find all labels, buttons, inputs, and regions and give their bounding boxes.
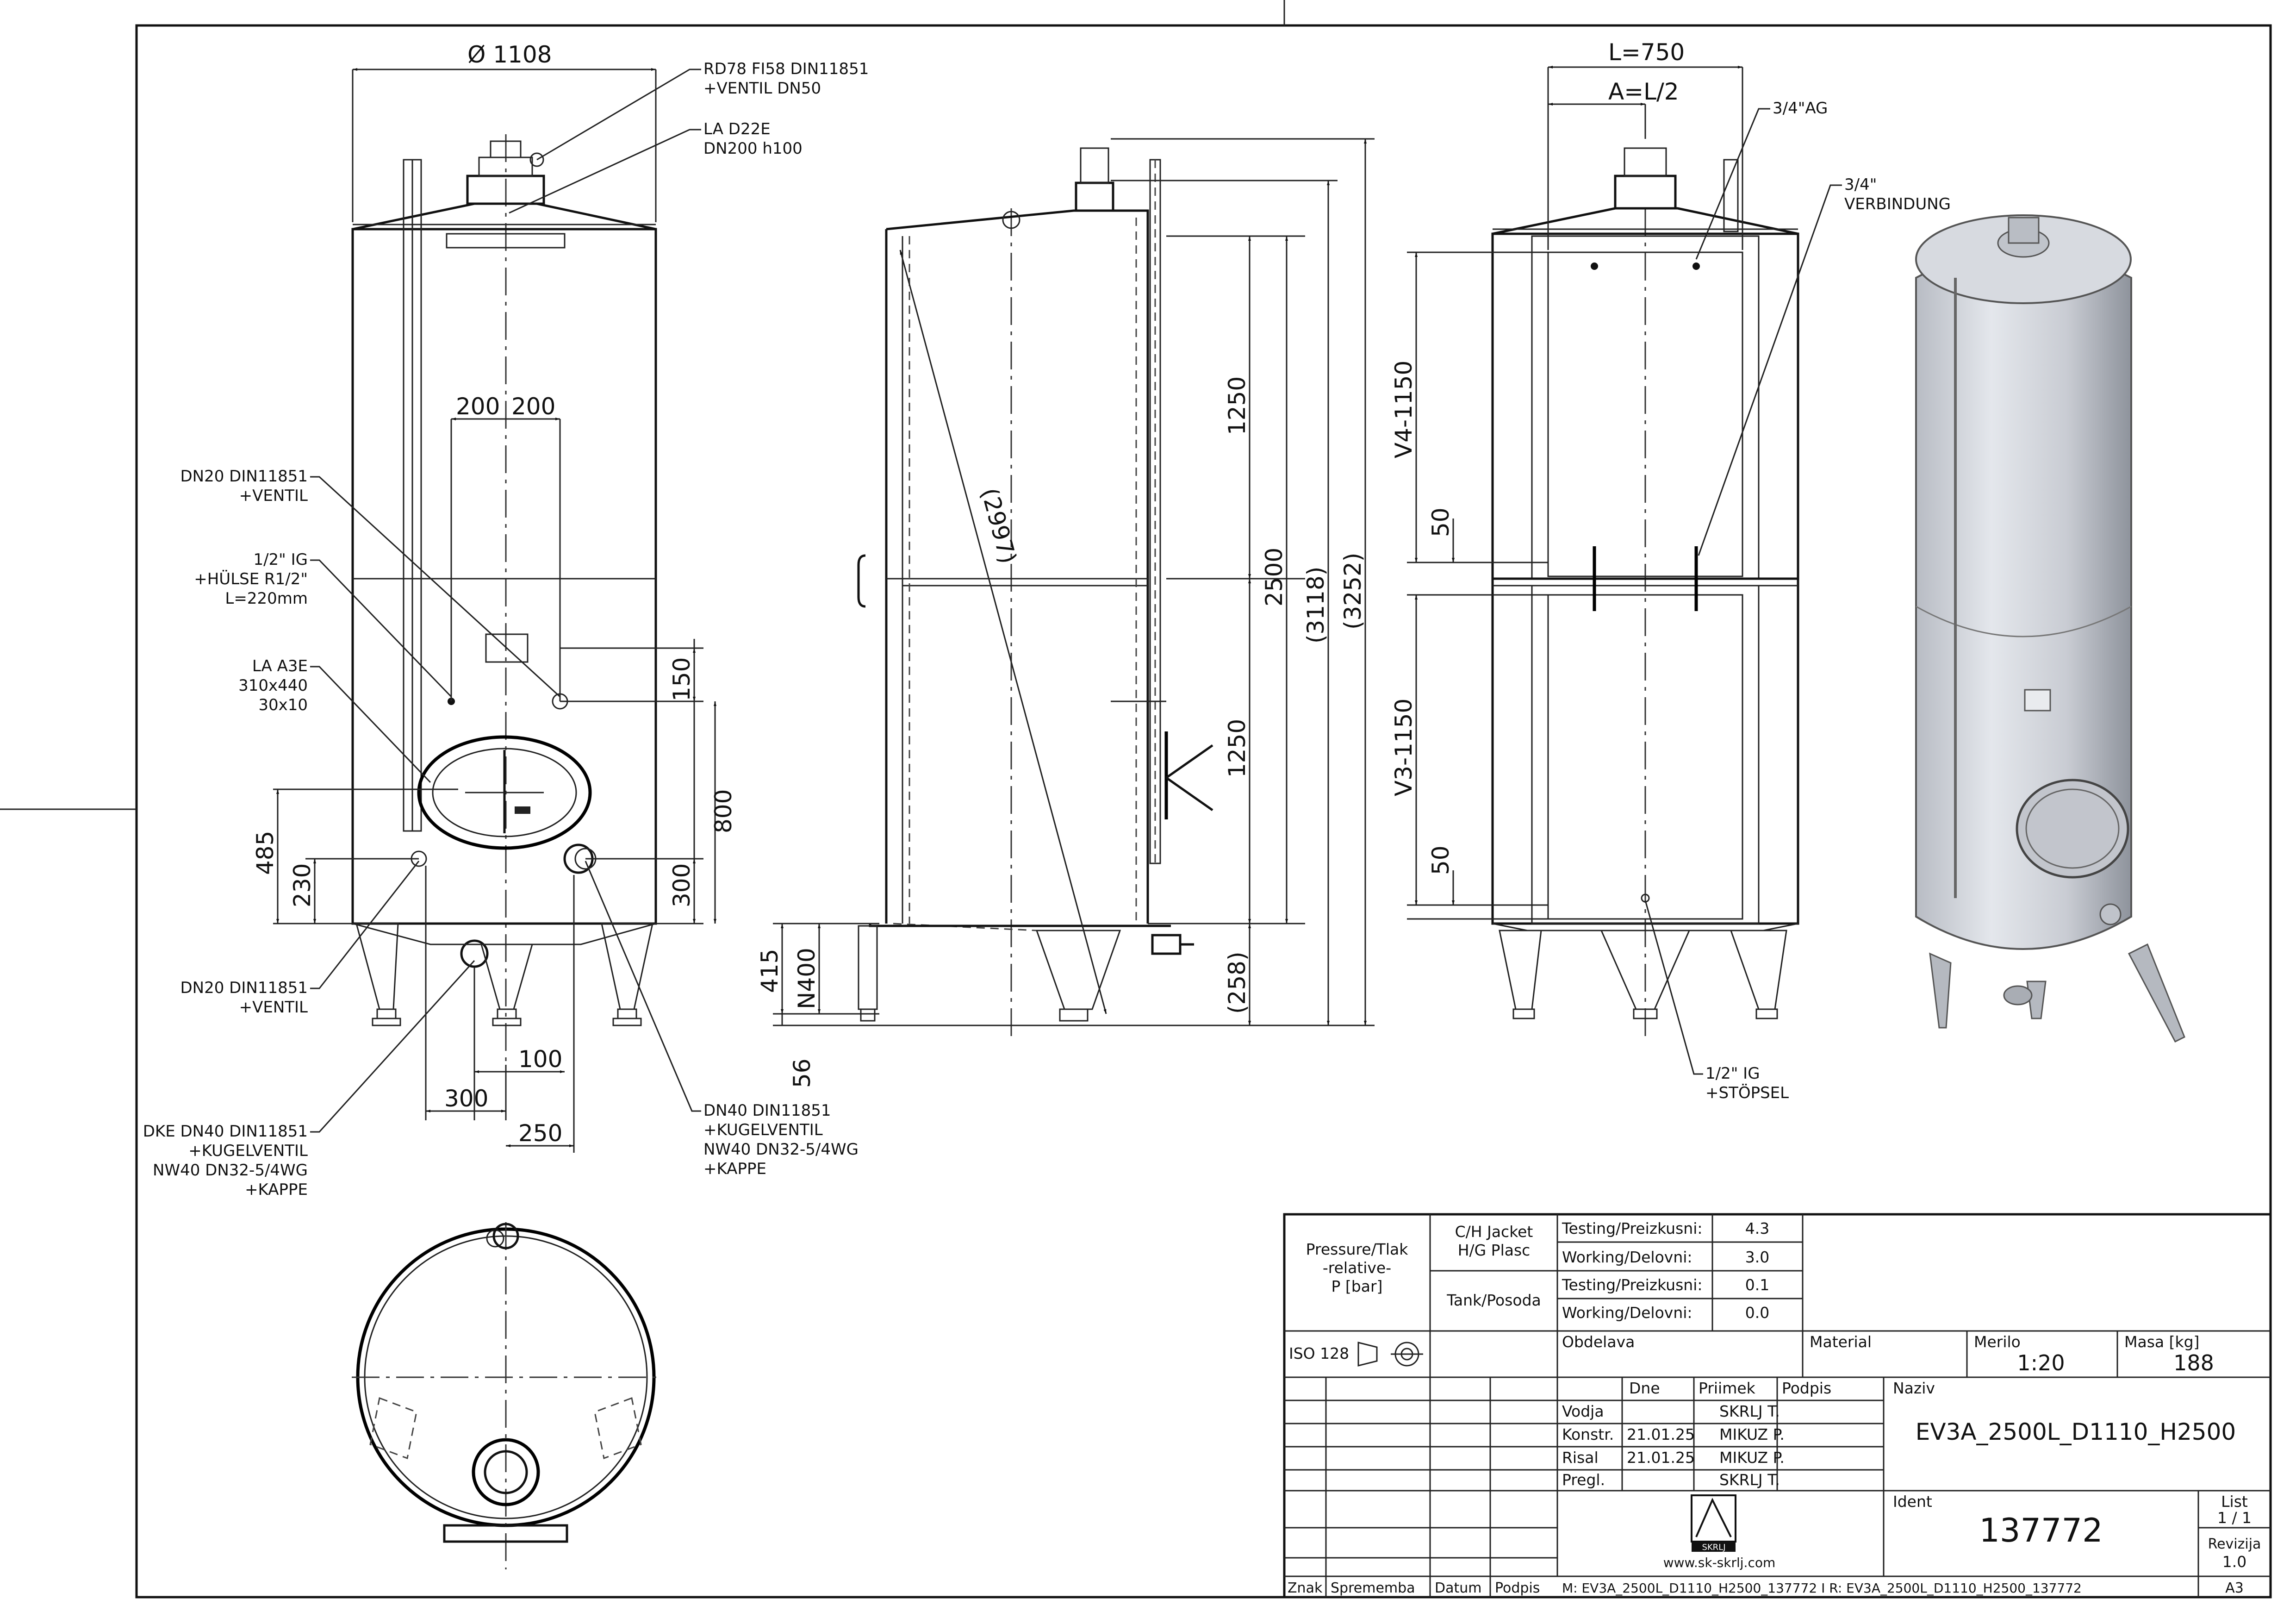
footer-sprememba: Sprememba: [1331, 1580, 1415, 1596]
iso-label: ISO 128: [1289, 1344, 1349, 1362]
callout-dn20-top: DN20 DIN11851+VENTIL: [180, 467, 308, 505]
merilo-label: Merilo: [1974, 1333, 2021, 1351]
ident-label: Ident: [1893, 1493, 1932, 1511]
front-dimensions: Ø 1108 200 200 150 800 300 485 230: [252, 41, 737, 1153]
side-dimensions: 1250 1250 2500 (3118) (3252) (2997) (258…: [756, 138, 1375, 1088]
testing1-value: 4.3: [1745, 1219, 1769, 1237]
testing2-label: Testing/Preizkusni:: [1562, 1276, 1703, 1294]
dim-56: 56: [789, 1058, 815, 1088]
side-view: [857, 147, 1213, 1042]
row-role: Pregl.: [1562, 1471, 1605, 1489]
dim-3118: (3118): [1302, 567, 1329, 643]
dim-200-right: 200: [511, 393, 555, 420]
list-value: 1 / 1: [2217, 1509, 2252, 1527]
footer-podpis: Podpis: [1495, 1580, 1540, 1596]
isometric-view: [1915, 214, 2185, 1043]
title-block: Pressure/Tlak-relative-P [bar] C/H Jacke…: [1283, 1213, 2272, 1599]
masa-label: Masa [kg]: [2124, 1333, 2199, 1351]
dim-50-top: 50: [1427, 507, 1454, 537]
pressure-label: Pressure/Tlak-relative-P [bar]: [1306, 1240, 1409, 1295]
working1-value: 3.0: [1745, 1248, 1769, 1266]
callout-verbindung: 3/4"VERBINDUNG: [1844, 175, 1951, 213]
dim-diameter: Ø 1108: [467, 41, 552, 68]
naziv-value: EV3A_2500L_D1110_H2500: [1916, 1418, 2236, 1445]
row-name: SKRLJ T.: [1719, 1471, 1780, 1489]
dim-1250-bottom: 1250: [1224, 719, 1251, 778]
row-name: SKRLJ T.: [1719, 1402, 1780, 1420]
working1-label: Working/Delovni:: [1562, 1248, 1692, 1266]
tank-label: Tank/Posoda: [1446, 1291, 1541, 1309]
dim-v4: V4-1150: [1390, 361, 1417, 458]
projection-symbol-icon: [1357, 1342, 1423, 1367]
revizija-value: 1.0: [2222, 1553, 2246, 1571]
row-name: MIKUZ P.: [1719, 1425, 1785, 1443]
revizija-label: Revizija: [2208, 1536, 2261, 1552]
dim-1250-top: 1250: [1224, 376, 1251, 435]
front-view: [351, 134, 657, 1065]
sheet-frame: [0, 0, 2272, 1599]
dim-250: 250: [518, 1120, 562, 1147]
row-role: Konstr.: [1562, 1425, 1614, 1443]
col-podpis: Podpis: [1782, 1379, 1831, 1397]
format-label: A3: [2225, 1580, 2244, 1596]
col-dne: Dne: [1629, 1379, 1660, 1397]
row-name: MIKUZ P.: [1719, 1449, 1785, 1467]
masa-value: 188: [2173, 1350, 2214, 1375]
material-label: Material: [1810, 1333, 1872, 1351]
dim-800: 800: [710, 789, 737, 833]
dim-230: 230: [289, 863, 316, 907]
callout-stopsel: 1/2" IG+STÖPSEL: [1705, 1064, 1789, 1102]
testing2-value: 0.1: [1745, 1276, 1769, 1294]
dim-100: 100: [518, 1046, 562, 1073]
dim-n400: N400: [793, 948, 820, 1009]
rear-callouts: 3/4"AG 3/4"VERBINDUNG 1/2" IG+STÖPSEL: [1644, 99, 1951, 1102]
dim-300-bottom: 300: [444, 1085, 488, 1112]
rear-dimensions: L=750 A=L/2 V4-1150 V3-1150 50 50: [1390, 39, 1743, 920]
dim-v3: V3-1150: [1390, 699, 1417, 796]
dim-258: (258): [1224, 952, 1251, 1014]
dim-50-bottom: 50: [1427, 845, 1454, 875]
row-date: 21.01.25: [1627, 1449, 1695, 1467]
ident-value: 137772: [1979, 1512, 2103, 1549]
footer-files: M: EV3A_2500L_D1110_H2500_137772 I R: EV…: [1562, 1580, 2082, 1596]
company-logo: SKRLJ: [1691, 1494, 1736, 1552]
dim-200-left: 200: [456, 393, 500, 420]
dim-415: 415: [756, 949, 783, 993]
working2-value: 0.0: [1745, 1304, 1769, 1322]
dim-150: 150: [668, 657, 695, 701]
dim-3252: (3252): [1339, 553, 1366, 630]
row-role: Vodja: [1562, 1402, 1604, 1420]
col-priimek: Priimek: [1699, 1379, 1756, 1397]
website: www.sk-skrlj.com: [1663, 1555, 1776, 1570]
callout-dn20-bottom: DN20 DIN11851+VENTIL: [180, 979, 308, 1017]
callout-half-ig: 1/2" IG+HÜLSE R1/2"L=220mm: [194, 550, 308, 608]
list-label: List: [2221, 1493, 2248, 1511]
row-date: 21.01.25: [1627, 1425, 1695, 1443]
testing1-label: Testing/Preizkusni:: [1562, 1219, 1703, 1237]
dim-300-right: 300: [668, 863, 695, 907]
callout-rd78: RD78 FI58 DIN11851+VENTIL DN50: [703, 60, 869, 98]
row-role: Risal: [1562, 1449, 1599, 1467]
logo-text: SKRLJ: [1702, 1543, 1725, 1552]
dim-L: L=750: [1608, 39, 1685, 66]
obdelava-label: Obdelava: [1562, 1333, 1635, 1351]
working2-label: Working/Delovni:: [1562, 1304, 1692, 1322]
dim-A: A=L/2: [1608, 78, 1679, 105]
callout-ag: 3/4"AG: [1773, 99, 1828, 118]
footer-znak: Znak: [1288, 1580, 1323, 1596]
footer-datum: Datum: [1435, 1580, 1481, 1596]
top-view: [352, 1222, 662, 1569]
naziv-label: Naziv: [1893, 1379, 1935, 1397]
dim-485: 485: [252, 831, 279, 875]
dim-2500: 2500: [1261, 548, 1288, 606]
merilo-value: 1:20: [2017, 1350, 2065, 1375]
